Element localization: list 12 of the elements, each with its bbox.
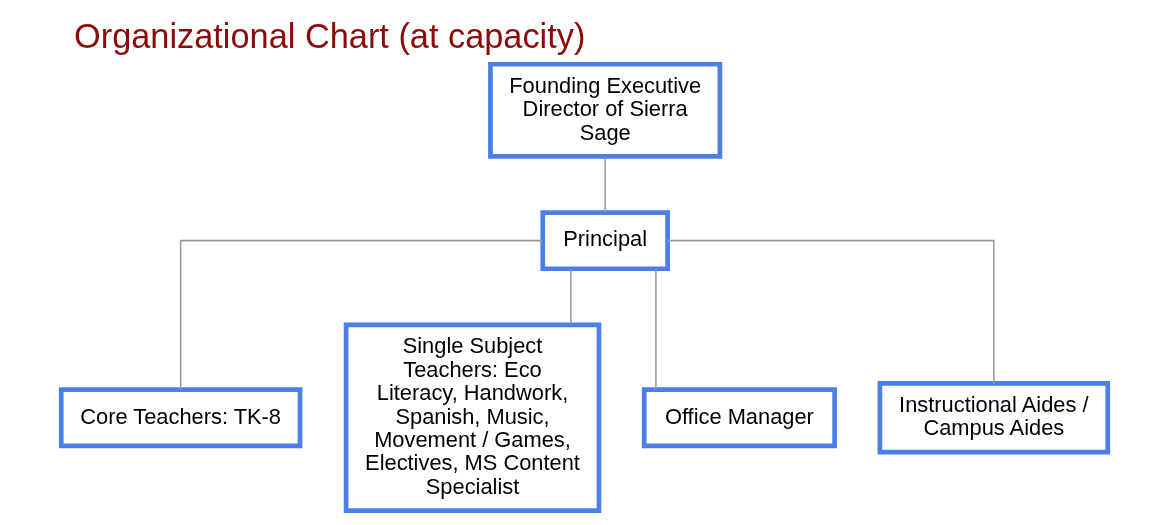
connector — [179, 239, 544, 391]
diagram-title: Organizational Chart (at capacity) — [74, 17, 586, 56]
node-box: Principal — [540, 210, 670, 272]
node-box: Instructional Aides / Campus Aides — [877, 381, 1111, 455]
node-box: Office Manager — [641, 387, 837, 449]
node-box: Single Subject Teachers: Eco Literacy, Handwork, Spanish, Music, Movement / Games, Electives, MS Content Specialist — [343, 322, 602, 513]
node-box: Founding Executive Director of Sierra Sage — [488, 61, 723, 159]
connector — [666, 239, 995, 384]
connector — [655, 268, 657, 391]
connector — [604, 155, 606, 213]
node-box: Core Teachers: TK-8 — [58, 387, 303, 449]
connector — [570, 268, 572, 326]
